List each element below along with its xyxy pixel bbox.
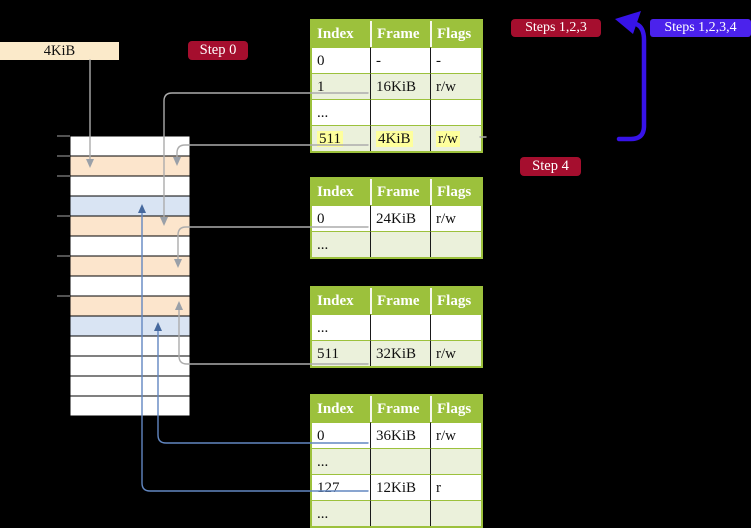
highlighted-value: r/w: [436, 131, 460, 147]
arrowhead-down: [86, 159, 94, 168]
table-cell: 1: [312, 73, 370, 99]
table-cell: 24KiB: [370, 205, 430, 231]
memory-row-20kib: [69, 235, 191, 257]
table-cell: 4KiB: [370, 125, 430, 151]
arrow-translation-loop: [616, 21, 647, 142]
table-cell: r/w: [430, 422, 481, 448]
table-cell: 511: [312, 125, 370, 151]
column-header-index: Index: [312, 288, 370, 314]
column-header-index: Index: [312, 21, 370, 47]
memory-row-4kib: [69, 155, 191, 177]
table-cell: ...: [312, 448, 370, 474]
table-cell: 16KiB: [370, 73, 430, 99]
memory-row-0kib: [69, 135, 191, 157]
arrowhead-down: [173, 157, 181, 166]
memory-row-52kib: [69, 395, 191, 417]
memory-row-24kib: [69, 255, 191, 277]
table-cell: ...: [312, 314, 370, 340]
table-cell: [370, 500, 430, 526]
column-header-frame: Frame: [370, 179, 430, 205]
table-cell: r/w: [430, 73, 481, 99]
column-header-frame: Frame: [370, 21, 430, 47]
arrowhead-loop: [615, 11, 641, 34]
table-cell: 12KiB: [370, 474, 430, 500]
arrowhead-up: [154, 322, 162, 331]
column-header-flags: Flags: [430, 288, 481, 314]
table-cell: -: [370, 47, 430, 73]
memory-row-12kib: [69, 195, 191, 217]
table-cell: ...: [312, 231, 370, 257]
memory-row-16kib: [69, 215, 191, 237]
table-cell: [430, 99, 481, 125]
table-cell: [430, 448, 481, 474]
page-size-label: 4KiB: [0, 42, 119, 60]
highlighted-value: 4KiB: [376, 131, 413, 147]
column-header-flags: Flags: [430, 21, 481, 47]
column-header-frame: Frame: [370, 396, 430, 422]
column-header-flags: Flags: [430, 179, 481, 205]
table-cell: [430, 231, 481, 257]
memory-row-8kib: [69, 175, 191, 197]
memory-row-36kib: [69, 315, 191, 337]
table-cell: 511: [312, 340, 370, 366]
table-cell: 0: [312, 205, 370, 231]
table-cell: 32KiB: [370, 340, 430, 366]
table-cell: [370, 314, 430, 340]
arrowhead-up: [138, 204, 146, 213]
steps123-badge: Steps 1,2,3: [511, 19, 601, 37]
table-cell: 0: [312, 47, 370, 73]
table-cell: r/w: [430, 125, 481, 151]
memory-row-48kib: [69, 375, 191, 397]
arrowhead-down: [160, 217, 168, 226]
memory-row-32kib: [69, 295, 191, 317]
table-cell: r: [430, 474, 481, 500]
table-cell: [370, 231, 430, 257]
table-cell: ...: [312, 99, 370, 125]
table-cell: r/w: [430, 205, 481, 231]
arrowhead-up: [175, 301, 183, 310]
step4-badge: Step 4: [520, 157, 581, 176]
column-header-frame: Frame: [370, 288, 430, 314]
table-cell: 0: [312, 422, 370, 448]
memory-row-44kib: [69, 355, 191, 377]
table-cell: [430, 500, 481, 526]
table-cell: [430, 314, 481, 340]
table-cell: 36KiB: [370, 422, 430, 448]
column-header-flags: Flags: [430, 396, 481, 422]
table-cell: r/w: [430, 340, 481, 366]
table-cell: [370, 448, 430, 474]
table-cell: [370, 99, 430, 125]
table-cell: ...: [312, 500, 370, 526]
arrowhead-down: [174, 259, 182, 268]
column-header-index: Index: [312, 179, 370, 205]
highlighted-value: 511: [317, 131, 343, 147]
step0-badge: Step 0: [188, 41, 248, 60]
column-header-index: Index: [312, 396, 370, 422]
memory-row-40kib: [69, 335, 191, 357]
table-cell: 127: [312, 474, 370, 500]
table-cell: -: [430, 47, 481, 73]
steps1234-badge: Steps 1,2,3,4: [650, 19, 751, 37]
memory-row-28kib: [69, 275, 191, 297]
